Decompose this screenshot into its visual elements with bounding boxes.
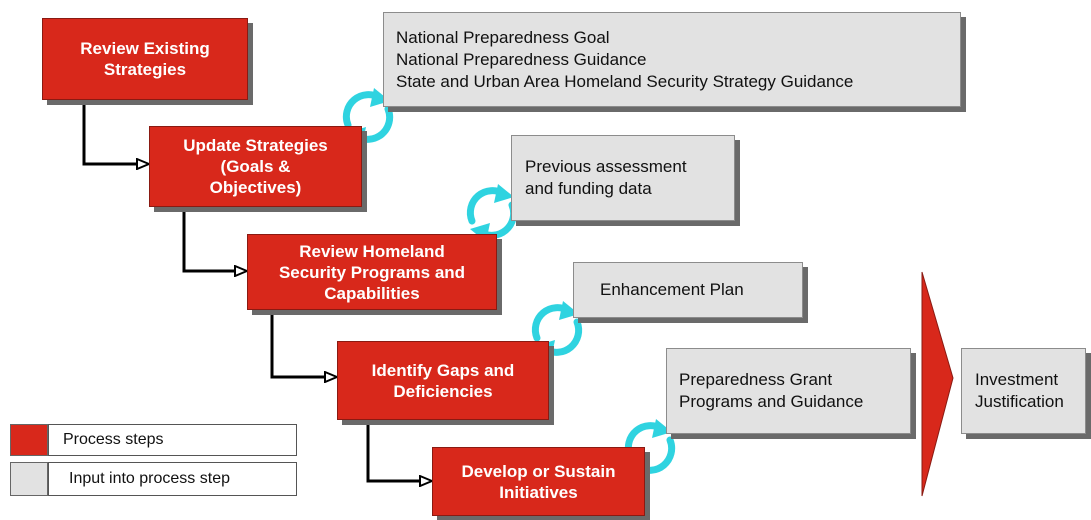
step-1-line-2: Strategies bbox=[103, 60, 187, 79]
input-4-line-2: Programs and Guidance bbox=[679, 392, 864, 411]
input-2-line-2: and funding data bbox=[525, 179, 652, 198]
output-investment-justification: Investment Justification bbox=[961, 348, 1086, 434]
connector-arrow-2 bbox=[182, 207, 246, 271]
input-preparedness-grant: Preparedness Grant Programs and Guidance bbox=[666, 348, 911, 434]
input-national-preparedness: National Preparedness Goal National Prep… bbox=[383, 12, 961, 107]
output-line-2: Justification bbox=[975, 392, 1064, 411]
legend-process-swatch bbox=[10, 424, 48, 456]
step-4-line-1: Identify Gaps and bbox=[371, 360, 515, 380]
input-1-line-3: State and Urban Area Homeland Security S… bbox=[396, 71, 854, 91]
step-2-line-3: Objectives) bbox=[209, 178, 302, 197]
output-arrow bbox=[921, 271, 954, 497]
process-step-review-existing-strategies: Review Existing Strategies bbox=[42, 18, 248, 100]
process-step-update-strategies: Update Strategies (Goals & Objectives) bbox=[149, 126, 362, 207]
step-3-line-3: Capabilities bbox=[324, 283, 420, 303]
process-step-review-homeland-security: Review Homeland Security Programs and Ca… bbox=[247, 234, 497, 310]
step-1-line-1: Review Existing bbox=[80, 39, 210, 58]
step-4-line-2: Deficiencies bbox=[393, 381, 493, 401]
input-2-line-1: Previous assessment bbox=[525, 157, 687, 176]
step-2-line-2: (Goals & bbox=[220, 157, 291, 176]
input-1-line-1: National Preparedness Goal bbox=[396, 27, 610, 47]
input-previous-assessment: Previous assessment and funding data bbox=[511, 135, 735, 221]
step-3-line-2: Security Programs and bbox=[278, 262, 466, 282]
connector-arrow-4 bbox=[366, 420, 431, 481]
process-step-develop-or-sustain: Develop or Sustain Initiatives bbox=[432, 447, 645, 516]
input-4-line-1: Preparedness Grant bbox=[679, 370, 833, 389]
input-3-line-1: Enhancement Plan bbox=[600, 280, 744, 299]
input-enhancement-plan: Enhancement Plan bbox=[573, 262, 803, 318]
step-5-line-1: Develop or Sustain bbox=[461, 461, 616, 481]
legend-input-swatch bbox=[10, 462, 48, 496]
input-1-line-2: National Preparedness Guidance bbox=[396, 49, 647, 69]
step-3-line-1: Review Homeland bbox=[299, 241, 445, 261]
legend-input-label: Input into process step bbox=[48, 462, 297, 496]
output-line-1: Investment bbox=[975, 370, 1059, 389]
process-step-identify-gaps: Identify Gaps and Deficiencies bbox=[337, 341, 549, 420]
step-5-line-2: Initiatives bbox=[499, 482, 578, 502]
connector-arrow-1 bbox=[82, 100, 148, 164]
legend-process-label: Process steps bbox=[48, 424, 297, 456]
connector-arrow-3 bbox=[270, 310, 336, 377]
step-2-line-1: Update Strategies bbox=[183, 136, 328, 155]
